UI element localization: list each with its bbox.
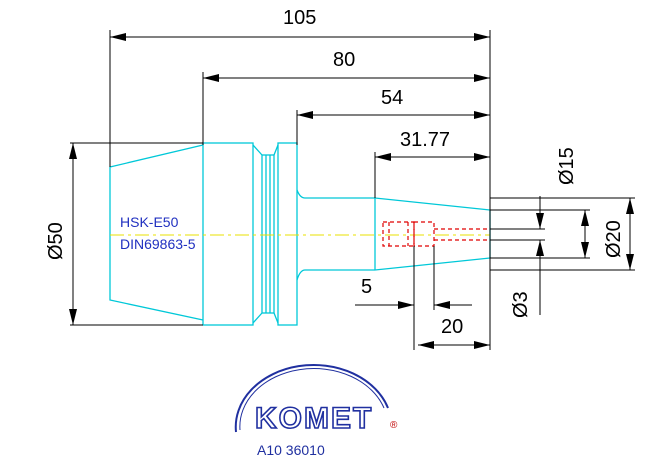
neck	[296, 189, 375, 281]
flange-body	[202, 142, 254, 326]
arrowheads	[69, 33, 634, 349]
collar	[277, 142, 298, 326]
dim-dia-20: Ø20	[603, 220, 625, 258]
dim-dia-50: Ø50	[45, 222, 67, 260]
brand-name: KOMET	[255, 402, 373, 435]
article-number: A10 36010	[257, 442, 325, 458]
dim-dia-3: Ø3	[510, 291, 532, 318]
dim-80: 80	[333, 49, 355, 71]
dim-dia-15: Ø15	[556, 147, 578, 185]
logo-arc-icon	[234, 364, 389, 433]
bore	[382, 221, 490, 247]
dim-105: 105	[283, 7, 316, 29]
standard-label: HSK-E50	[120, 214, 179, 230]
din-label: DIN69863-5	[120, 236, 196, 252]
dim-20: 20	[441, 316, 463, 338]
registered-mark: ®	[390, 420, 398, 431]
hsk-taper	[109, 144, 204, 321]
part-outline	[109, 142, 491, 326]
dimension-lines	[70, 30, 635, 350]
dim-5: 5	[361, 276, 372, 298]
dim-54: 54	[381, 87, 403, 109]
dim-31-77: 31.77	[400, 129, 450, 151]
shank-top	[374, 197, 491, 211]
groove	[261, 154, 275, 314]
komet-logo: KOMET ®	[234, 364, 398, 436]
shank-bottom	[374, 257, 491, 271]
